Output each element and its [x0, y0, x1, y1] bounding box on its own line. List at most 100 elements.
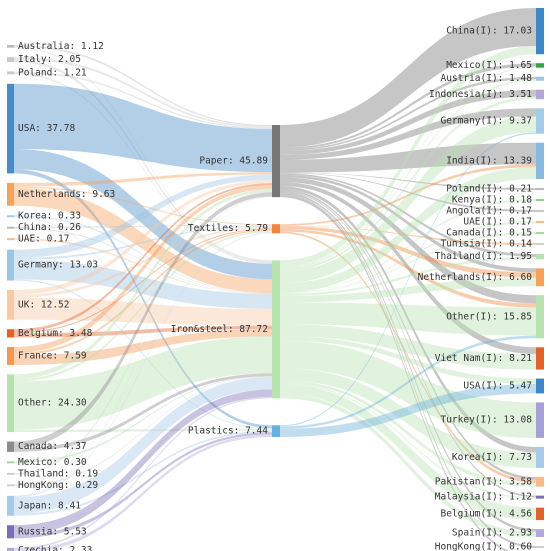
node-china-i[interactable] — [536, 8, 544, 55]
node-other[interactable] — [7, 374, 14, 433]
flow-australia-to-ironandsteel — [14, 46, 272, 261]
node-uk[interactable] — [7, 290, 14, 320]
flow-ironandsteel-to-usai — [280, 336, 536, 384]
node-indonesia-i[interactable] — [536, 89, 544, 100]
flow-russia-to-plastics — [14, 432, 272, 539]
node-viet-nam-i[interactable] — [536, 347, 544, 370]
flow-russia-to-ironandsteel — [14, 389, 272, 535]
flow-other-to-textiles — [14, 230, 272, 382]
flow-italy-to-ironandsteel — [14, 59, 272, 263]
flow-paper-to-otheri — [280, 177, 536, 304]
node-uae-i[interactable] — [536, 221, 544, 224]
flow-czechia-to-ironandsteel — [14, 396, 272, 550]
label-korea: Korea: 0.33 — [18, 211, 81, 222]
node-hongkong[interactable] — [7, 484, 14, 487]
flow-paper-to-hongkongi — [280, 193, 536, 549]
flow-paper-to-indiai — [280, 142, 536, 173]
node-belgium-i[interactable] — [536, 507, 544, 521]
node-austria-i[interactable] — [536, 76, 544, 81]
node-canada[interactable] — [7, 441, 14, 452]
node-italy[interactable] — [7, 57, 14, 62]
node-australia[interactable] — [7, 45, 14, 48]
flow-italy-to-paper — [14, 57, 272, 128]
node-hongkong-i[interactable] — [536, 546, 544, 549]
node-india-i[interactable] — [536, 142, 544, 180]
label-thailand: Thailand: 0.19 — [18, 468, 98, 479]
flow-other-to-ironandsteel — [14, 336, 272, 430]
node-thailand-i[interactable] — [536, 254, 544, 260]
node-netherlands-i[interactable] — [536, 268, 544, 287]
node-spain-i[interactable] — [536, 529, 544, 538]
label-uae: UAE: 0.17 — [18, 234, 69, 245]
flow-france-to-ironandsteel — [14, 329, 272, 365]
flow-netherlands-to-ironandsteel — [14, 187, 272, 293]
node-thailand[interactable] — [7, 472, 14, 475]
label-france: France: 7.59 — [18, 350, 87, 361]
flow-textiles-to-pakistani — [280, 231, 536, 483]
label-india-i: India(I): 13.39 — [446, 155, 532, 166]
node-tunisia-i[interactable] — [536, 243, 544, 246]
label-netherlands: Netherlands: 9.63 — [18, 189, 115, 200]
node-turkey-i[interactable] — [536, 402, 544, 438]
label-canada: Canada: 4.37 — [18, 441, 87, 452]
flow-textiles-to-indiai — [280, 164, 536, 226]
node-textiles[interactable] — [272, 224, 280, 234]
node-france[interactable] — [7, 346, 14, 365]
node-korea-i[interactable] — [536, 446, 544, 468]
flow-plastics-to-otheri — [280, 335, 536, 429]
flow-japan-to-textiles — [14, 232, 272, 498]
label-pakistan-i: Pakistan(I): 3.58 — [435, 476, 533, 487]
node-uae[interactable] — [7, 238, 14, 241]
node-korea[interactable] — [7, 215, 14, 218]
label-japan: Japan: 8.41 — [18, 500, 81, 511]
label-netherlands-i: Netherlands(I): 6.60 — [418, 272, 533, 283]
node-malaysia-i[interactable] — [536, 495, 544, 499]
node-czechia[interactable] — [7, 547, 14, 551]
node-usa[interactable] — [7, 83, 14, 174]
node-china[interactable] — [7, 226, 14, 229]
label-china: China: 0.26 — [18, 222, 81, 233]
links — [14, 8, 536, 551]
flow-plastics-to-germanyi — [280, 132, 536, 427]
flow-ironandsteel-to-turkeyi — [280, 340, 536, 438]
flow-paper-to-thailandi — [280, 173, 536, 257]
node-poland-i[interactable] — [536, 188, 544, 191]
node-canada-i[interactable] — [536, 232, 544, 235]
node-other-i[interactable] — [536, 295, 544, 339]
flow-paper-to-austriai — [280, 76, 536, 151]
flow-germany-to-ironandsteel — [14, 259, 272, 309]
flow-thailand-to-paper — [14, 196, 272, 475]
node-iron-steel[interactable] — [272, 260, 280, 399]
flow-netherlands-to-paper — [14, 172, 272, 187]
flow-ironandsteel-to-chinai — [280, 46, 536, 267]
flow-ironandsteel-to-spaini — [280, 394, 536, 538]
node-russia[interactable] — [7, 525, 14, 539]
node-poland[interactable] — [7, 71, 14, 75]
flow-ironandsteel-to-pakistani — [280, 380, 536, 487]
node-mexico[interactable] — [7, 461, 14, 464]
flow-france-to-textiles — [14, 229, 272, 356]
flow-paper-to-indonesiai — [280, 89, 536, 155]
node-kenya-i[interactable] — [536, 199, 544, 202]
flow-ironandsteel-to-netherlandsi — [280, 277, 536, 303]
node-plastics[interactable] — [272, 425, 280, 437]
label-indonesia-i: Indonesia(I): 3.51 — [429, 89, 532, 100]
label-russia: Russia: 5.53 — [18, 526, 87, 537]
node-pakistan-i[interactable] — [536, 476, 544, 487]
flow-mexico-to-ironandsteel — [14, 376, 272, 464]
node-germany[interactable] — [7, 249, 14, 281]
label-belgium: Belgium: 3.48 — [18, 328, 93, 339]
node-paper[interactable] — [272, 125, 280, 198]
flow-hongkong-to-textiles — [14, 232, 272, 486]
node-angola-i[interactable] — [536, 210, 544, 213]
node-mexico-i[interactable] — [536, 63, 544, 68]
node-usa-i[interactable] — [536, 378, 544, 394]
label-korea-i: Korea(I): 7.73 — [452, 452, 532, 463]
node-belgium[interactable] — [7, 329, 14, 338]
node-netherlands[interactable] — [7, 182, 14, 206]
node-japan[interactable] — [7, 495, 14, 516]
node-germany-i[interactable] — [536, 108, 544, 134]
label-poland: Poland: 1.21 — [18, 67, 87, 78]
